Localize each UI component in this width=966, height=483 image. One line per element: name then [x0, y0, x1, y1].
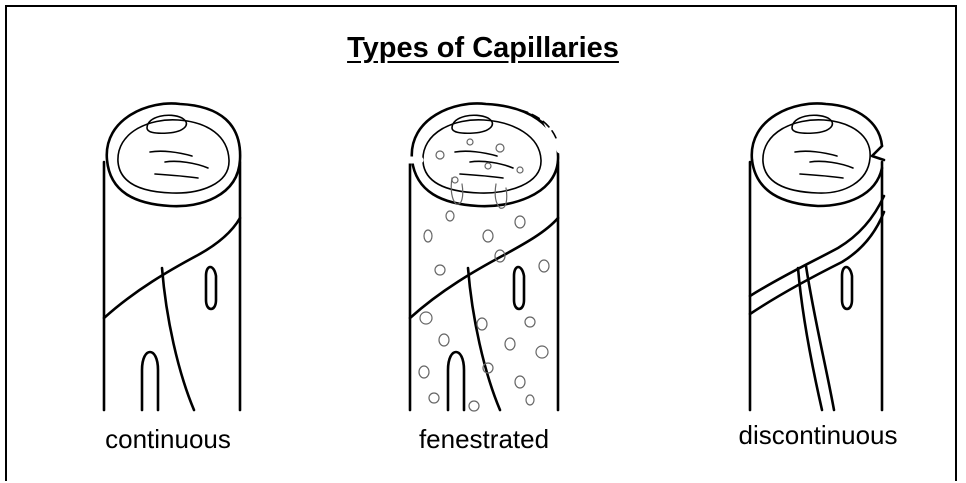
discontinuous-capillary-drawing	[750, 103, 884, 410]
fenestrated-capillary-drawing	[408, 103, 560, 411]
label-discontinuous: discontinuous	[688, 420, 948, 451]
label-fenestrated: fenestrated	[354, 424, 614, 455]
continuous-capillary-drawing	[104, 103, 240, 410]
label-continuous: continuous	[38, 424, 298, 455]
